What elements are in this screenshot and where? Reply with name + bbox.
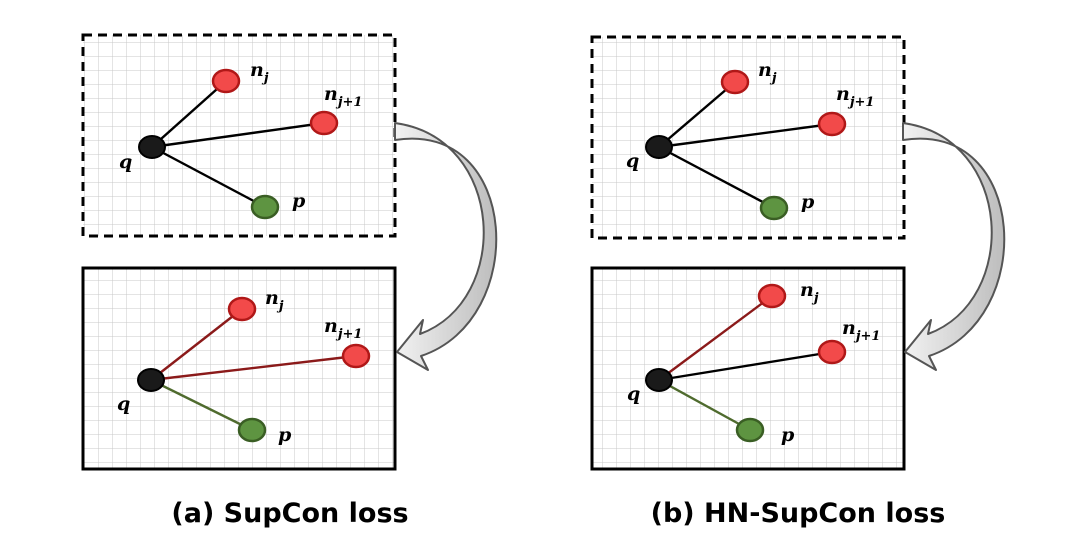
negative-node-nj: [720, 69, 750, 95]
edge-q-p: [658, 378, 751, 432]
edge-q-nj: [150, 308, 243, 381]
label-q: q: [119, 151, 132, 173]
label-nj1: nj+1: [842, 317, 880, 344]
edge-q-p: [151, 145, 266, 209]
query-node-q: [138, 135, 166, 159]
solid-frame: [81, 266, 397, 471]
label-nj1-subscript: j+1: [335, 327, 363, 342]
query-node-q: [645, 368, 673, 392]
edge-q-nj: [658, 81, 736, 148]
query-node-q: [137, 368, 165, 392]
label-p: p: [278, 424, 292, 446]
caption-supcon: (a) SupCon loss: [171, 498, 409, 529]
negative-node-nj: [757, 283, 787, 309]
negative-node-nj: [211, 68, 241, 94]
label-nj1-subscript: j+1: [335, 95, 363, 110]
negative-node-nj1: [817, 111, 847, 137]
positive-node-p: [237, 417, 267, 443]
negative-node-nj1: [817, 339, 847, 365]
curved-arrow-b: [902, 122, 1006, 371]
edge-q-nj: [151, 80, 227, 148]
label-q: q: [626, 150, 639, 172]
label-p: p: [781, 424, 795, 446]
positive-node-p: [735, 417, 765, 443]
label-nj1-subscript: j+1: [853, 329, 881, 344]
negative-node-nj: [227, 296, 257, 322]
edge-q-nj1: [150, 354, 357, 382]
label-nj-subscript: j: [261, 71, 269, 86]
edge-q-nj: [658, 295, 773, 381]
label-p: p: [292, 190, 306, 212]
label-p: p: [801, 191, 815, 213]
label-nj-subscript: j: [769, 71, 777, 86]
positive-node-p: [759, 195, 789, 221]
edge-q-p: [150, 378, 253, 432]
positive-node-p: [250, 194, 280, 220]
negative-node-nj1: [341, 343, 371, 369]
label-nj1-subscript: j+1: [847, 95, 875, 110]
label-q: q: [117, 393, 130, 415]
solid-frame: [590, 266, 906, 471]
edge-q-p: [658, 145, 775, 210]
curved-arrow-a: [394, 122, 498, 371]
query-node-q: [645, 135, 673, 159]
label-q: q: [627, 383, 640, 405]
negative-node-nj1: [309, 110, 339, 136]
label-nj-subscript: j: [276, 299, 284, 314]
label-nj-subscript: j: [811, 291, 819, 306]
edge-q-nj1: [151, 121, 325, 149]
grid-background: [592, 37, 904, 238]
caption-hn-supcon: (b) HN-SupCon loss: [650, 498, 946, 529]
edge-q-nj1: [658, 350, 833, 382]
edge-q-nj1: [658, 122, 833, 149]
